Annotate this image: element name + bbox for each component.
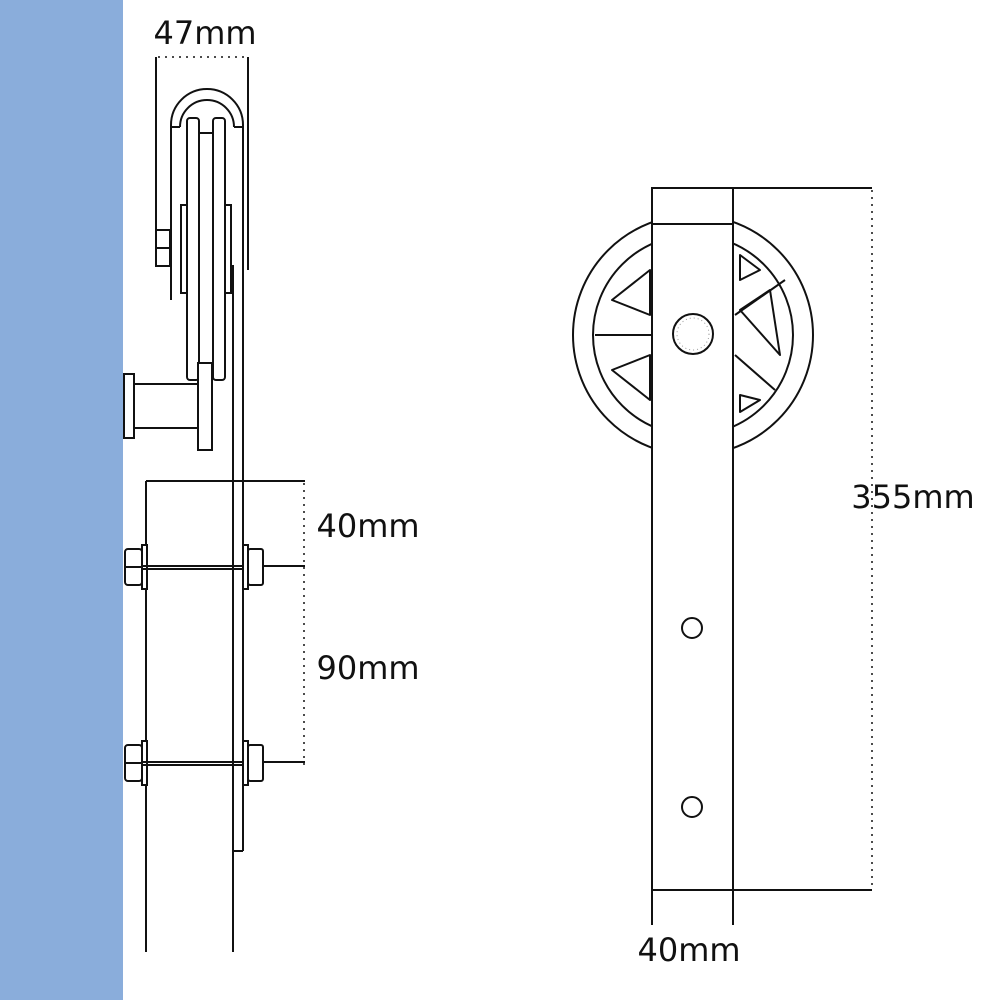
wall — [0, 0, 123, 1000]
strap-width-40mm-label: 40mm — [637, 931, 740, 969]
bolt-top — [124, 544, 305, 590]
mount-hole — [681, 796, 703, 818]
front-view — [572, 187, 873, 925]
bolt-bottom — [124, 740, 305, 786]
strap — [651, 187, 734, 891]
side-view — [123, 56, 305, 952]
width-47mm-label: 47mm — [153, 14, 256, 52]
height-355mm-label: 355mm — [851, 478, 974, 516]
axle — [672, 313, 714, 355]
mount-hole — [681, 617, 703, 639]
offset-40mm-label: 40mm — [316, 507, 419, 545]
spacing-90mm-label: 90mm — [316, 649, 419, 687]
